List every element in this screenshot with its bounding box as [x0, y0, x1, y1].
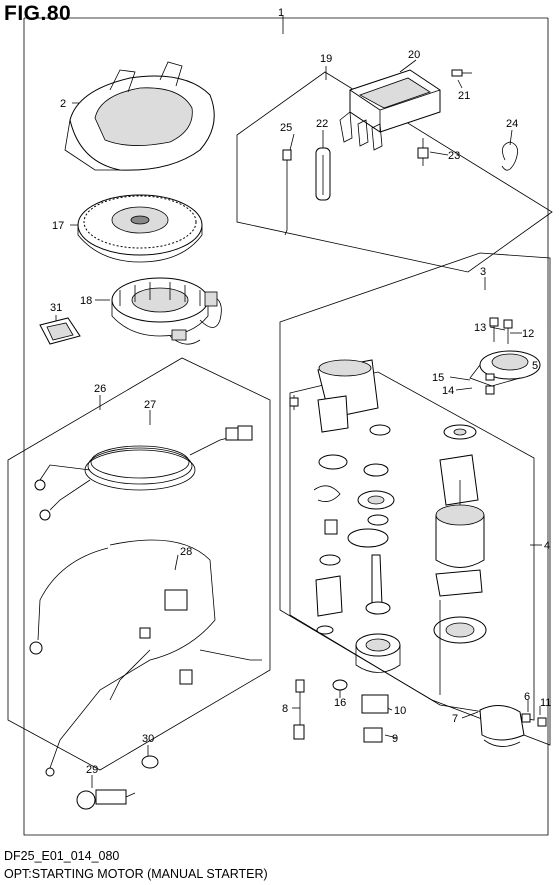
group-box-19	[236, 71, 553, 273]
relay-10-part	[361, 694, 389, 714]
nut-14-part	[485, 385, 495, 395]
callout-10: 10	[394, 705, 406, 717]
callout-2: 2	[60, 98, 66, 110]
bracket-5-part	[469, 350, 541, 387]
callout-12: 12	[522, 328, 534, 340]
callout-29: 29	[86, 764, 98, 776]
strap-22-part	[315, 147, 331, 201]
relay-9-part	[363, 727, 383, 743]
callout-22: 22	[316, 118, 328, 130]
callout-4: 4	[544, 540, 550, 552]
callout-17: 17	[52, 220, 64, 232]
group-box-4	[289, 371, 535, 721]
outer-frame	[23, 18, 549, 836]
flywheel-part	[77, 194, 203, 263]
callout-28: 28	[180, 546, 192, 558]
bolt-12-part	[503, 319, 513, 344]
group-box-3	[279, 252, 551, 746]
callout-16: 16	[334, 697, 346, 709]
callout-6: 6	[524, 691, 530, 703]
stator-part	[111, 277, 222, 345]
callout-15: 15	[432, 372, 444, 384]
callout-7: 7	[452, 713, 458, 725]
callout-1: 1	[278, 7, 284, 19]
figure-code: DF25_E01_014_080	[4, 849, 120, 863]
callout-20: 20	[408, 49, 420, 61]
callout-18: 18	[80, 295, 92, 307]
callout-31: 31	[50, 302, 62, 314]
callout-9: 9	[392, 733, 398, 745]
callout-21: 21	[458, 90, 470, 102]
switch-29-part	[76, 789, 136, 810]
callout-5: 5	[532, 360, 538, 372]
bolt-21-part	[451, 69, 472, 77]
washer-15-part	[485, 373, 495, 381]
wire-harness-28-part	[29, 539, 262, 777]
lead-wire-8-part	[293, 679, 305, 740]
callout-24: 24	[506, 118, 518, 130]
figure-title: FIG.80	[4, 2, 72, 25]
figure-description: OPT:STARTING MOTOR (MANUAL STARTER)	[4, 867, 268, 881]
callout-19: 19	[320, 53, 332, 65]
callout-11: 11	[540, 697, 551, 709]
rectifier-part	[339, 69, 441, 151]
cable-tie-25-part	[282, 149, 292, 236]
bolt-13-part	[489, 317, 499, 342]
callout-30: 30	[142, 733, 154, 745]
callout-23: 23	[448, 150, 460, 162]
callout-13: 13	[474, 322, 486, 334]
bolt-23-part	[417, 138, 429, 166]
figure-caption: DF25_E01_014_080 OPT:STARTING MOTOR (MAN…	[4, 847, 268, 883]
strap-7-part	[479, 705, 525, 747]
bolt-11-part	[537, 717, 547, 727]
screw-6-part	[521, 713, 531, 723]
cap-30-part	[141, 755, 159, 769]
callout-8: 8	[282, 703, 288, 715]
callout-27: 27	[144, 399, 156, 411]
callout-25: 25	[280, 122, 292, 134]
flywheel-cover-part	[64, 61, 215, 171]
starter-motor-part	[289, 359, 487, 695]
group-box-26	[7, 357, 271, 771]
grommet-16-part	[332, 679, 348, 691]
wire-harness-27-part	[34, 425, 253, 521]
callout-26: 26	[94, 383, 106, 395]
callout-3: 3	[480, 266, 486, 278]
clamp-24-part	[501, 141, 518, 171]
callout-labels: 1 2 3 4 5 6 7 8 9 10 11 12 13 14 15 16 1…	[50, 7, 551, 776]
grommet-part	[39, 317, 81, 345]
callout-14: 14	[442, 385, 454, 397]
